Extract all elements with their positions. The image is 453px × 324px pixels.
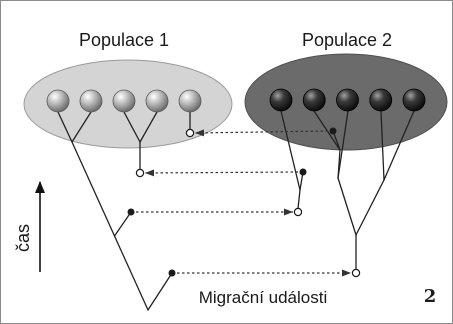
migration-destination-circle [136, 169, 143, 176]
migration-events-label: Migrační události [199, 288, 328, 307]
population-2-individual [337, 89, 359, 111]
migration-origin-dot [330, 128, 337, 135]
population-1-individual [179, 90, 201, 112]
population-2-individual [303, 89, 325, 111]
time-axis-label: čas [13, 224, 33, 252]
migration-destination-circle [186, 129, 193, 136]
migration-destination-circle [352, 269, 359, 276]
migration-destination-circle [294, 208, 301, 215]
population-1-individual [47, 90, 69, 112]
migration-origin-dot [169, 270, 176, 277]
population-2-individual [370, 89, 392, 111]
migration-origin-dot [300, 169, 307, 176]
population-1-individual [146, 90, 168, 112]
population-1-individual [80, 90, 102, 112]
population-2-individual [270, 89, 292, 111]
population-1-title: Populace 1 [79, 30, 169, 50]
figure-number: 2 [424, 286, 437, 307]
population-2-individual [403, 89, 425, 111]
population-1-individual [113, 90, 135, 112]
migration-origin-dot [128, 209, 135, 216]
population-2-title: Populace 2 [302, 30, 392, 50]
